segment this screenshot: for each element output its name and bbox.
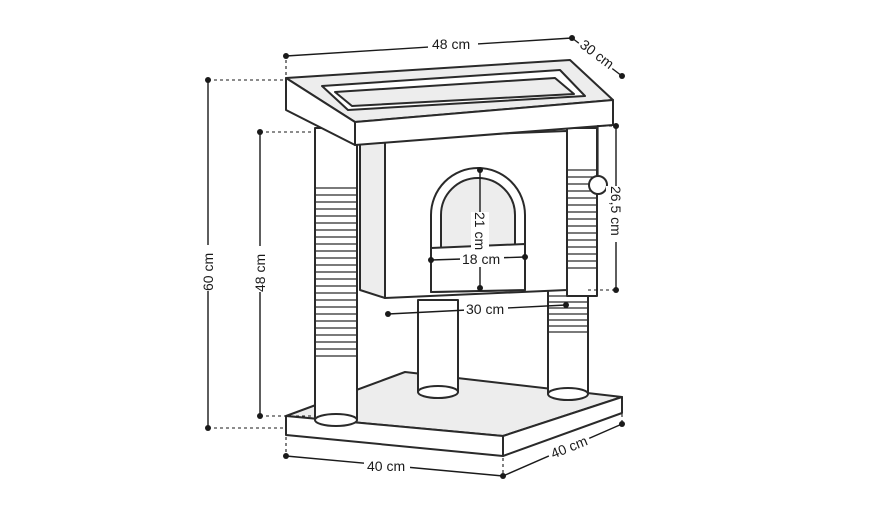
front-left-post-foot [314,413,358,427]
hanging-toy [588,125,608,195]
back-left-post-body [417,299,459,393]
back-right-post-sisal [548,295,588,333]
back-left-post-foot [417,385,459,399]
dim-base-width: 40 cm [283,437,506,479]
front-left-post [314,127,358,427]
dim-door-height: 21 cm [471,167,489,291]
base-right-face [502,396,623,457]
dim-door-width-label: 18 cm [462,251,500,267]
dim-top-depth-label: 30 cm [577,36,617,72]
back-right-post [547,289,589,401]
dim-box-height-label: 26,5 cm [608,186,624,236]
dim-box-height: 26,5 cm [588,123,626,293]
tray-recess-floor [334,77,575,107]
toy-ball [588,175,608,195]
tray-front-face [354,99,614,146]
dim-door-height-label: 21 cm [472,212,488,250]
dim-post-height: 48 cm [250,129,315,419]
front-left-post-body [314,127,358,421]
right-tall-post [566,127,598,297]
right-tall-post-sisal [567,169,597,269]
back-right-post-body [547,289,589,395]
front-left-post-sisal [315,187,357,357]
top-tray [285,59,614,146]
dim-door-width: 18 cm [428,250,528,267]
house-box [359,130,568,299]
dim-total-height-label: 60 cm [200,253,216,291]
dim-top-width-label: 48 cm [432,36,470,52]
dim-top-width: 48 cm [283,34,575,76]
dim-total-height: 60 cm [198,77,286,431]
back-left-post [417,299,459,399]
dim-box-width-label: 30 cm [466,301,504,317]
back-right-post-foot [547,387,589,401]
house-side-face [359,131,386,299]
dim-post-height-label: 48 cm [252,254,268,292]
dim-box-width: 30 cm [385,300,569,317]
dim-base-width-label: 40 cm [367,458,405,474]
